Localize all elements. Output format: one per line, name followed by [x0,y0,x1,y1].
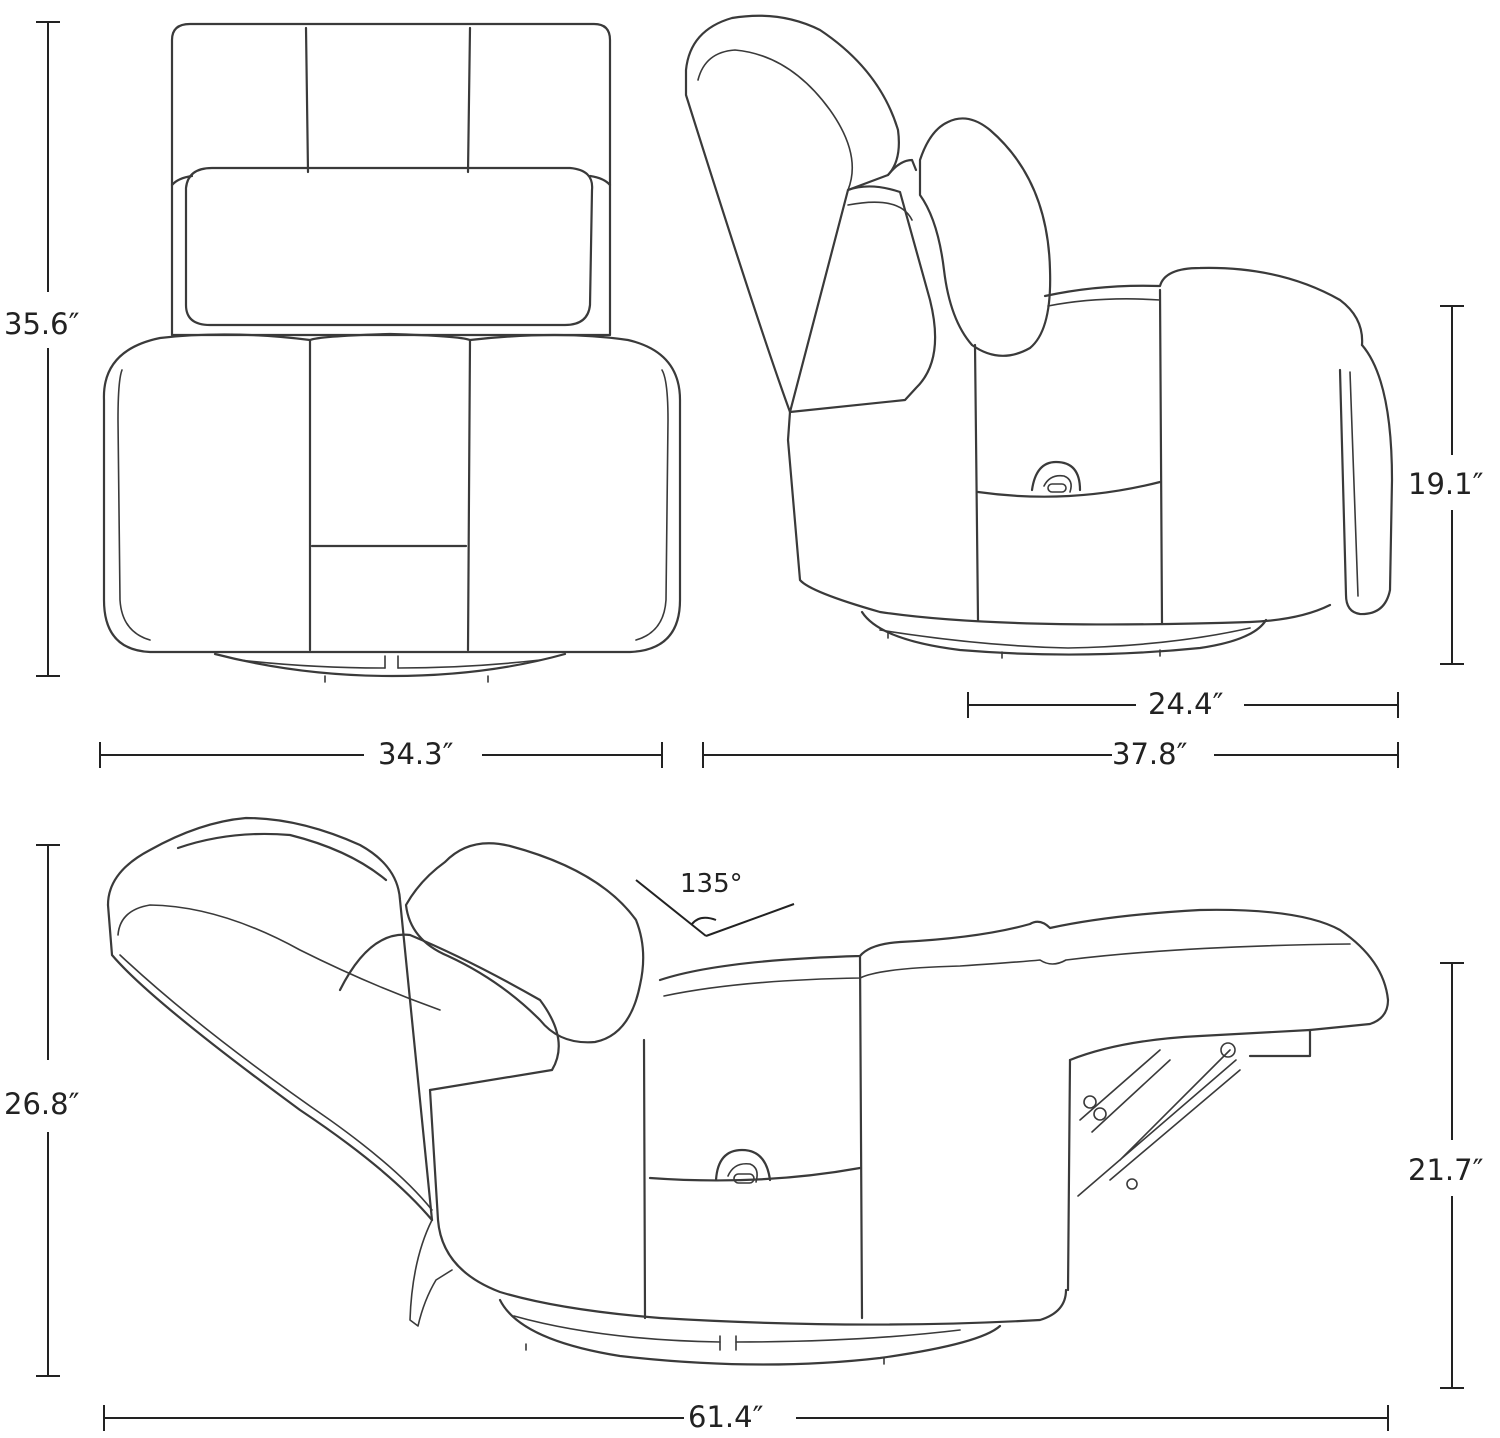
label-reclined-height: 26.8″ [4,1087,80,1121]
side-view-chair [684,14,1394,659]
dim-front-width: 34.3″ [99,737,663,771]
label-reclined-length: 61.4″ [688,1400,764,1434]
dim-reclined-height: 26.8″ [4,844,80,1377]
dim-reclined-length: 61.4″ [103,1400,1389,1434]
label-side-depth: 37.8″ [1112,737,1188,771]
reclined-view-chair [106,816,1390,1366]
dim-front-height: 35.6″ [4,21,80,677]
label-side-height: 19.1″ [1408,467,1484,501]
recline-angle-marker: 135° [635,869,795,937]
dim-reclined-leg-height: 21.7″ [1408,962,1484,1389]
label-side-seat-depth: 24.4″ [1148,687,1224,721]
label-front-height: 35.6″ [4,307,80,341]
label-reclined-leg-height: 21.7″ [1408,1153,1484,1187]
front-view-chair [102,22,682,683]
dim-side-seat-depth: 24.4″ [967,687,1399,721]
angle-label: 135° [680,869,743,899]
dim-side-depth: 37.8″ [702,737,1399,771]
dim-side-height: 19.1″ [1408,305,1484,665]
label-front-width: 34.3″ [378,737,454,771]
